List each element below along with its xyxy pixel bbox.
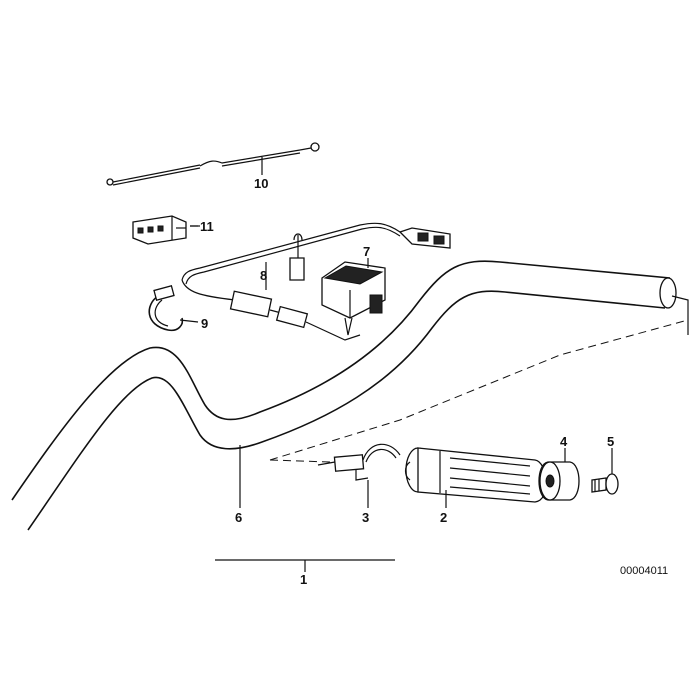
callout-6: 6 [235,510,242,525]
callout-4: 4 [560,434,568,449]
callout-7: 7 [363,244,370,259]
handlebar-grip [404,447,547,503]
handlebar [11,260,689,531]
ground-cable [106,142,320,186]
callout-9: 9 [201,316,208,331]
connector-plug [132,215,200,245]
bar-end-screw [591,473,619,495]
bar-end-weight [538,461,580,501]
callout-10: 10 [254,176,268,191]
callout-1: 1 [300,572,307,587]
heating-switch [321,261,386,336]
cable-clip [148,285,184,332]
callout-5: 5 [607,434,614,449]
leader-lines [179,157,613,572]
callout-8: 8 [260,268,267,283]
callout-2: 2 [440,510,447,525]
wiring-harness [181,222,451,341]
callout-11: 11 [200,219,214,234]
callout-3: 3 [362,510,369,525]
heating-element [317,443,401,481]
reference-number: 00004011 [620,565,668,577]
